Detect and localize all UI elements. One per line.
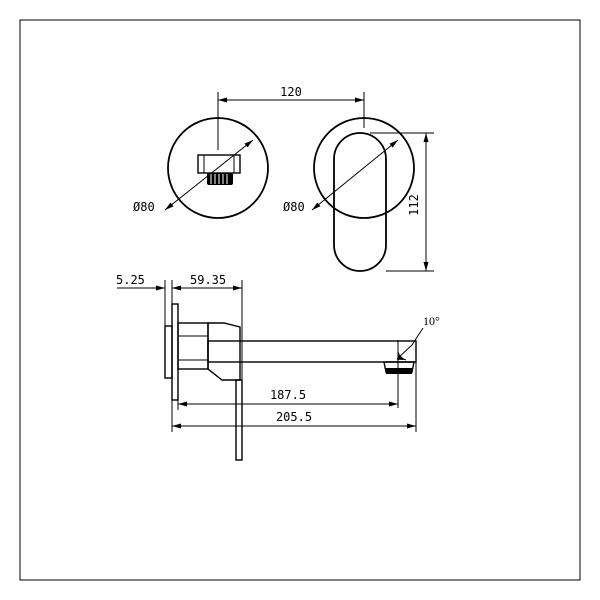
diameter-left-label: Ø80 (133, 200, 155, 214)
dimension-112: 112 (370, 132, 434, 272)
dimension-112-label: 112 (407, 194, 421, 216)
dimension-10-degree: 10° (396, 314, 440, 408)
right-plate-view: Ø80 (283, 117, 415, 272)
diameter-right-label: Ø80 (283, 200, 305, 214)
dimension-5-25-label: 5.25 (116, 273, 145, 287)
angle-label: 10° (423, 314, 440, 328)
dimension-5-25: 5.25 (116, 273, 185, 326)
drawing-frame (19, 19, 581, 581)
left-plate-view: Ø80 (133, 117, 269, 219)
side-view (164, 303, 417, 461)
dimension-187-5: 187.5 (177, 388, 398, 410)
dimension-120-label: 120 (280, 85, 302, 99)
dimension-205-5: 205.5 (171, 362, 417, 432)
dimension-205-5-label: 205.5 (276, 410, 312, 424)
dimension-187-5-label: 187.5 (270, 388, 306, 402)
dimension-59-35: 59.35 (172, 273, 243, 380)
dimension-59-35-label: 59.35 (190, 273, 226, 287)
